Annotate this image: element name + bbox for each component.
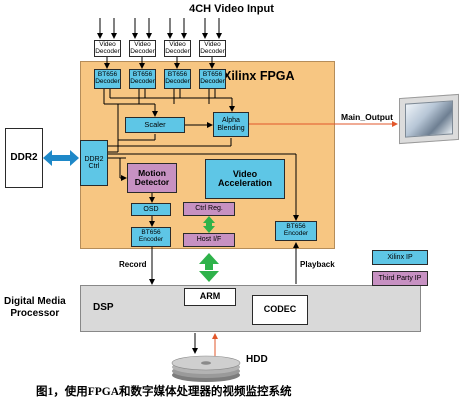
video-input-label: 4CH Video Input (189, 3, 274, 15)
ddr2-ctrl-block: DDR2 Ctrl (80, 140, 108, 186)
hdd-icon (171, 355, 241, 382)
bt656-bus (103, 89, 235, 117)
motion-detector-block: Motion Detector (127, 163, 177, 193)
fpga-dsp-green-arrow (199, 253, 219, 282)
main-output-label: Main_Output (341, 112, 393, 122)
dsp-panel (80, 285, 421, 332)
bt656-decoder-3: BT656 Decoder (164, 69, 191, 89)
legend-third-party-ip: Third Party IP (372, 271, 428, 286)
osd-block: OSD (131, 203, 171, 216)
video-decoder-1: Video Decoder (94, 40, 121, 57)
bt656-encoder-right: BT656 Encoder (275, 221, 317, 241)
fpga-block (80, 61, 335, 249)
bt656-decoder-4: BT656 Decoder (199, 69, 226, 89)
video-decoder-3: Video Decoder (164, 40, 191, 57)
record-label: Record (119, 260, 147, 269)
host-if-block: Host I/F (183, 233, 235, 247)
ctrl-reg-block: Ctrl Reg. (183, 202, 235, 216)
bt656-decoder-2: BT656 Decoder (129, 69, 156, 89)
dsp-label: DSP (93, 302, 114, 313)
arm-block: ARM (184, 288, 236, 306)
decoder-links (104, 57, 215, 69)
bt656-encoder-left: BT656 Encoder (131, 227, 171, 247)
video-decoder-2: Video Decoder (129, 40, 156, 57)
codec-block: CODEC (252, 295, 308, 325)
dmp-label: Digital Media Processor (4, 296, 66, 319)
alpha-blending-block: Alpha Blending (213, 112, 249, 137)
ddr2-blue-arrow (43, 150, 79, 166)
bt656-decoder-1: BT656 Decoder (94, 69, 121, 89)
ddr2-memory: DDR2 (5, 128, 43, 188)
figure-caption: 图1，使用FPGA和数字媒体处理器的视频监控系统 (36, 386, 292, 398)
input-arrows (97, 18, 222, 39)
legend-xilinx-ip: Xilinx IP (372, 250, 428, 265)
ctrl-host-green-arrow (203, 216, 215, 233)
fpga-title: Xilinx FPGA (223, 69, 295, 83)
ddr2-ctrl-links (108, 104, 299, 221)
video-acceleration-block: Video Acceleration (205, 159, 285, 199)
video-decoder-4: Video Decoder (199, 40, 226, 57)
scaler-block: Scaler (125, 117, 185, 133)
playback-label: Playback (300, 260, 335, 269)
hdd-label: HDD (246, 354, 268, 365)
